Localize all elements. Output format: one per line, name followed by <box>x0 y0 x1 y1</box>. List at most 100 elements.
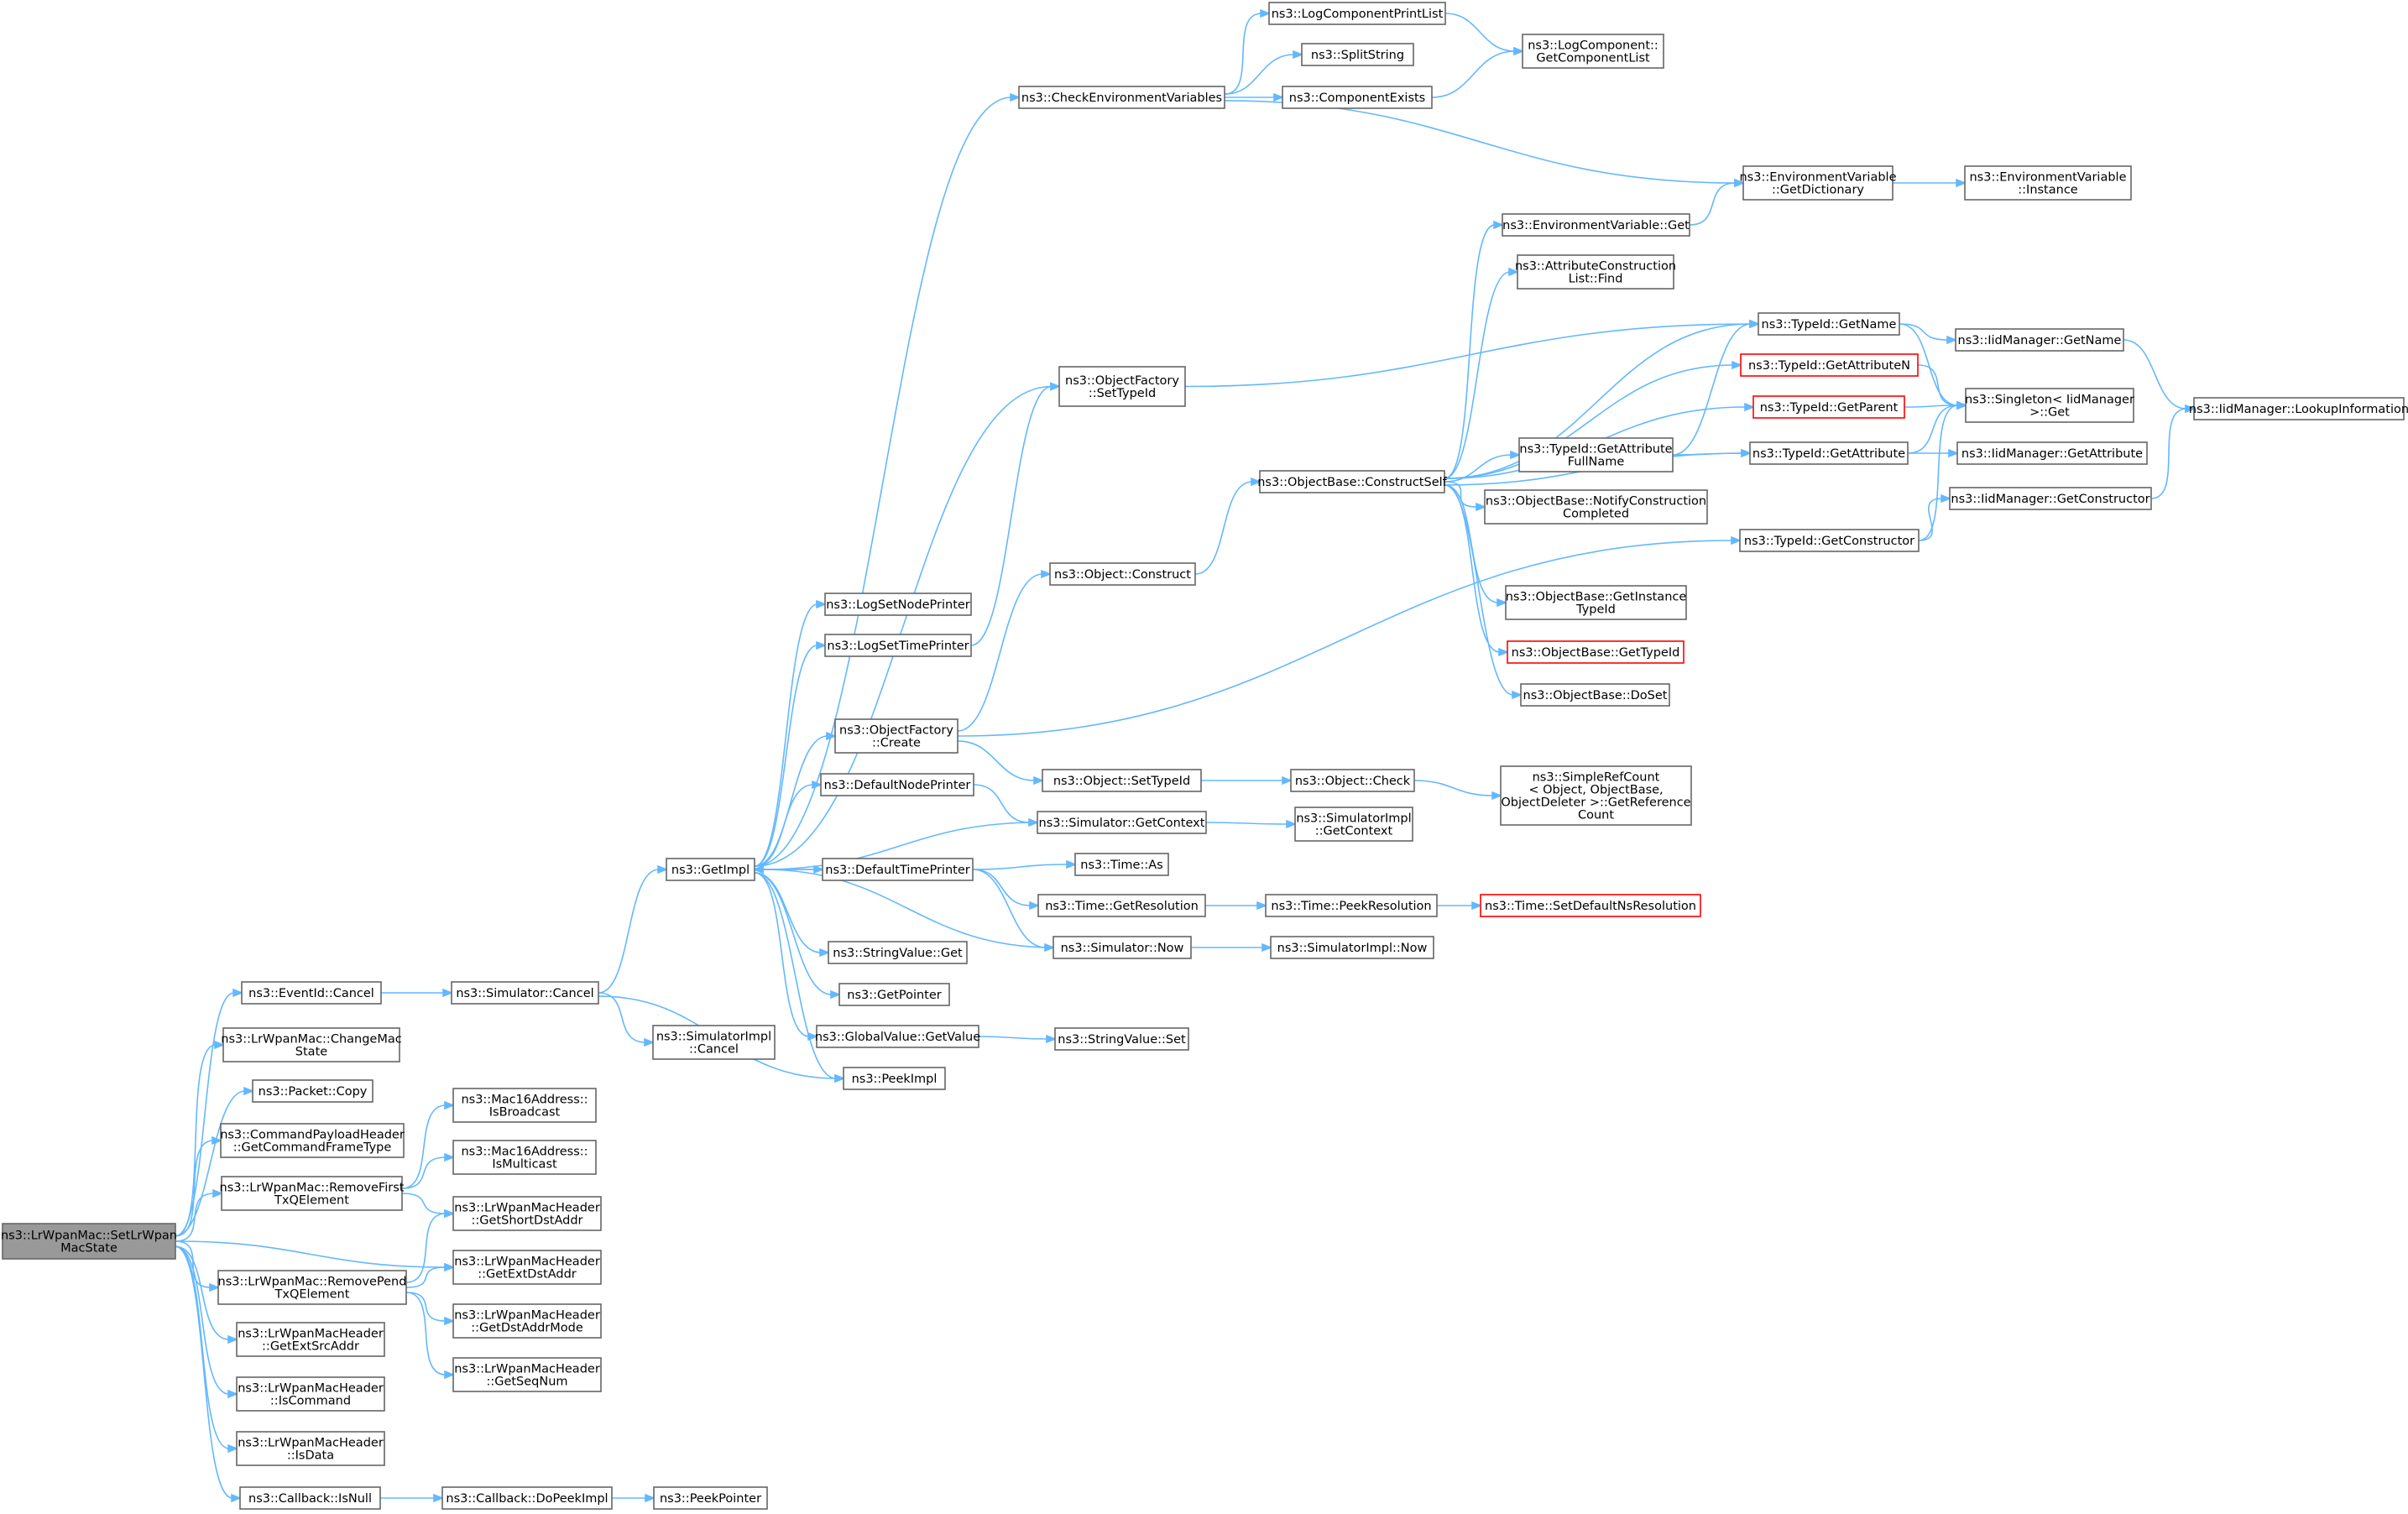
node-getseqnum[interactable]: ns3::LrWpanMacHeader::GetSeqNum <box>452 1357 602 1392</box>
node-time-as[interactable]: ns3::Time::As <box>1074 853 1169 876</box>
node-getcommandframetype[interactable]: ns3::CommandPayloadHeader::GetCommandFra… <box>220 1123 405 1158</box>
edge-arrowhead <box>1282 775 1293 786</box>
edge-arrowhead <box>212 1136 223 1146</box>
node-isdata[interactable]: ns3::LrWpanMacHeader::IsData <box>236 1431 385 1466</box>
node-object-check[interactable]: ns3::Object::Check <box>1290 769 1415 792</box>
node-objectbase-gettypeid[interactable]: ns3::ObjectBase::GetTypeId <box>1507 640 1685 664</box>
edge-line <box>1413 780 1494 796</box>
node-setdefaultnsresolution[interactable]: ns3::Time::SetDefaultNsResolution <box>1480 894 1701 917</box>
node-simplerefcount[interactable]: ns3::SimpleRefCount< Object, ObjectBase,… <box>1500 765 1692 826</box>
node-simimpl-now[interactable]: ns3::SimulatorImpl::Now <box>1270 936 1434 959</box>
node-defaulttimeprinter[interactable]: ns3::DefaultTimePrinter <box>822 858 974 881</box>
node-label: ::Create <box>872 737 921 750</box>
edge-line <box>175 1245 230 1449</box>
node-label: GetComponentList <box>1536 52 1650 65</box>
node-envvar-get[interactable]: ns3::EnvironmentVariable::Get <box>1502 213 1690 237</box>
node-iidmanager-getconstructor[interactable]: ns3::IidManager::GetConstructor <box>1949 487 2152 510</box>
edge-removepend-to-getshortdstaddr <box>405 1209 456 1283</box>
node-box <box>1074 853 1169 876</box>
node-isbroadcast[interactable]: ns3::Mac16Address::IsBroadcast <box>452 1088 597 1123</box>
node-simulator-cancel[interactable]: ns3::Simulator::Cancel <box>451 981 599 1005</box>
node-time-peekresolution[interactable]: ns3::Time::PeekResolution <box>1265 894 1438 917</box>
node-logcomponentprintlist[interactable]: ns3::LogComponentPrintList <box>1268 2 1446 25</box>
node-getdstaddrmode[interactable]: ns3::LrWpanMacHeader::GetDstAddrMode <box>452 1303 602 1339</box>
node-box <box>252 1079 373 1103</box>
node-globalvalue-getvalue[interactable]: ns3::GlobalValue::GetValue <box>815 1025 980 1048</box>
node-componentexists[interactable]: ns3::ComponentExists <box>1282 86 1433 109</box>
node-logsetnodeprinter[interactable]: ns3::LogSetNodePrinter <box>824 593 972 616</box>
edge-arrowhead <box>214 1040 226 1050</box>
node-peekpointer[interactable]: ns3::PeekPointer <box>653 1486 768 1510</box>
node-stringvalue-get[interactable]: ns3::StringValue::Get <box>828 941 968 964</box>
node-iidmanager-lookupinformation[interactable]: ns3::IidManager::LookupInformation <box>2189 397 2408 420</box>
node-object-settypeid[interactable]: ns3::Object::SetTypeId <box>1042 769 1202 792</box>
node-callback-isnull[interactable]: ns3::Callback::IsNull <box>239 1486 381 1510</box>
node-packet-copy[interactable]: ns3::Packet::Copy <box>252 1079 373 1103</box>
node-checkenvvars[interactable]: ns3::CheckEnvironmentVariables <box>1018 86 1225 109</box>
node-label: MacState <box>60 1242 118 1256</box>
node-typeid-getconstructor[interactable]: ns3::TypeId::GetConstructor <box>1739 529 1920 552</box>
node-simimpl-getcontext[interactable]: ns3::SimulatorImpl::GetContext <box>1294 807 1413 842</box>
node-constructself[interactable]: ns3::ObjectBase::ConstructSelf <box>1257 470 1448 493</box>
node-iidmanager-getname[interactable]: ns3::IidManager::GetName <box>1955 328 2124 352</box>
node-time-getresolution[interactable]: ns3::Time::GetResolution <box>1037 894 1206 917</box>
node-label: ns3::ObjectBase::ConstructSelf <box>1257 476 1447 489</box>
edge-arrowhead <box>442 988 454 998</box>
node-defaultnodeprinter[interactable]: ns3::DefaultNodePrinter <box>820 773 974 796</box>
node-label: ::Cancel <box>689 1043 739 1057</box>
edge-arrowhead <box>1041 569 1053 579</box>
node-logsettimeprinter[interactable]: ns3::LogSetTimePrinter <box>824 634 972 657</box>
edge-line <box>175 1240 212 1288</box>
node-envvar-getdictionary[interactable]: ns3::EnvironmentVariable::GetDictionary <box>1739 165 1897 201</box>
edge-line <box>1904 405 1959 408</box>
node-typeid-getname[interactable]: ns3::TypeId::GetName <box>1758 312 1900 336</box>
node-box <box>1758 312 1900 336</box>
edge-constructself-to-objectbase-doset <box>1444 484 1523 700</box>
node-typeid-getattributen[interactable]: ns3::TypeId::GetAttributeN <box>1740 353 1919 377</box>
edge-arrowhead <box>1491 791 1503 801</box>
edge-arrowhead <box>1956 400 1968 410</box>
node-dopeekimpl[interactable]: ns3::Callback::DoPeekImpl <box>441 1486 613 1510</box>
node-simimpl-cancel[interactable]: ns3::SimulatorImpl::Cancel <box>652 1025 776 1060</box>
edge-removefirst-to-ismulticast <box>401 1152 456 1189</box>
edge-logcomponentprintlist-to-getcomponentlist <box>1444 13 1525 56</box>
edge-line <box>405 1266 447 1288</box>
node-stringvalue-set[interactable]: ns3::StringValue::Set <box>1054 1027 1189 1051</box>
node-label: ns3::Simulator::Cancel <box>456 987 593 1000</box>
node-ismulticast[interactable]: ns3::Mac16Address::IsMulticast <box>452 1140 597 1175</box>
node-notifyconstructioncompleted[interactable]: ns3::ObjectBase::NotifyConstructionCompl… <box>1484 489 1708 525</box>
edge-arrowhead <box>1731 535 1742 546</box>
node-getshortdstaddr[interactable]: ns3::LrWpanMacHeader::GetShortDstAddr <box>452 1196 602 1231</box>
node-splitstring[interactable]: ns3::SplitString <box>1301 43 1414 66</box>
node-peekimpl[interactable]: ns3::PeekImpl <box>843 1067 946 1090</box>
node-simulator-getcontext[interactable]: ns3::Simulator::GetContext <box>1037 811 1207 834</box>
node-getimpl[interactable]: ns3::GetImpl <box>666 858 755 881</box>
node-getextsrcaddr[interactable]: ns3::LrWpanMacHeader::GetExtSrcAddr <box>236 1322 385 1357</box>
node-getcomponentlist[interactable]: ns3::LogComponent::GetComponentList <box>1522 34 1664 69</box>
node-objectfactory-settypeid[interactable]: ns3::ObjectFactory::SetTypeId <box>1058 366 1186 407</box>
node-simulator-now[interactable]: ns3::Simulator::Now <box>1053 936 1192 959</box>
node-objectfactory-create[interactable]: ns3::ObjectFactory::Create <box>834 718 958 754</box>
node-singleton-get[interactable]: ns3::Singleton< IidManager>::Get <box>1965 388 2134 423</box>
node-object-construct[interactable]: ns3::Object::Construct <box>1049 562 1196 586</box>
node-iscommand[interactable]: ns3::LrWpanMacHeader::IsCommand <box>236 1376 385 1412</box>
node-getextdstaddr[interactable]: ns3::LrWpanMacHeader::GetExtDstAddr <box>452 1250 602 1285</box>
node-iidmanager-getattribute[interactable]: ns3::IidManager::GetAttribute <box>1956 441 2148 465</box>
node-typeid-getparent[interactable]: ns3::TypeId::GetParent <box>1752 395 1905 419</box>
node-typeid-getattribute[interactable]: ns3::TypeId::GetAttribute <box>1749 441 1909 465</box>
node-box <box>236 1431 385 1466</box>
edge-callback-isnull-to-dopeekimpl <box>380 1493 445 1503</box>
edge-arrowhead <box>1498 647 1510 657</box>
node-getpointer[interactable]: ns3::GetPointer <box>838 983 950 1006</box>
node-eventid-cancel[interactable]: ns3::EventId::Cancel <box>241 981 382 1005</box>
edge-line <box>405 1213 447 1283</box>
node-envvar-instance[interactable]: ns3::EnvironmentVariable::Instance <box>1964 165 2132 201</box>
node-objectbase-doset[interactable]: ns3::ObjectBase::DoSet <box>1520 683 1670 707</box>
